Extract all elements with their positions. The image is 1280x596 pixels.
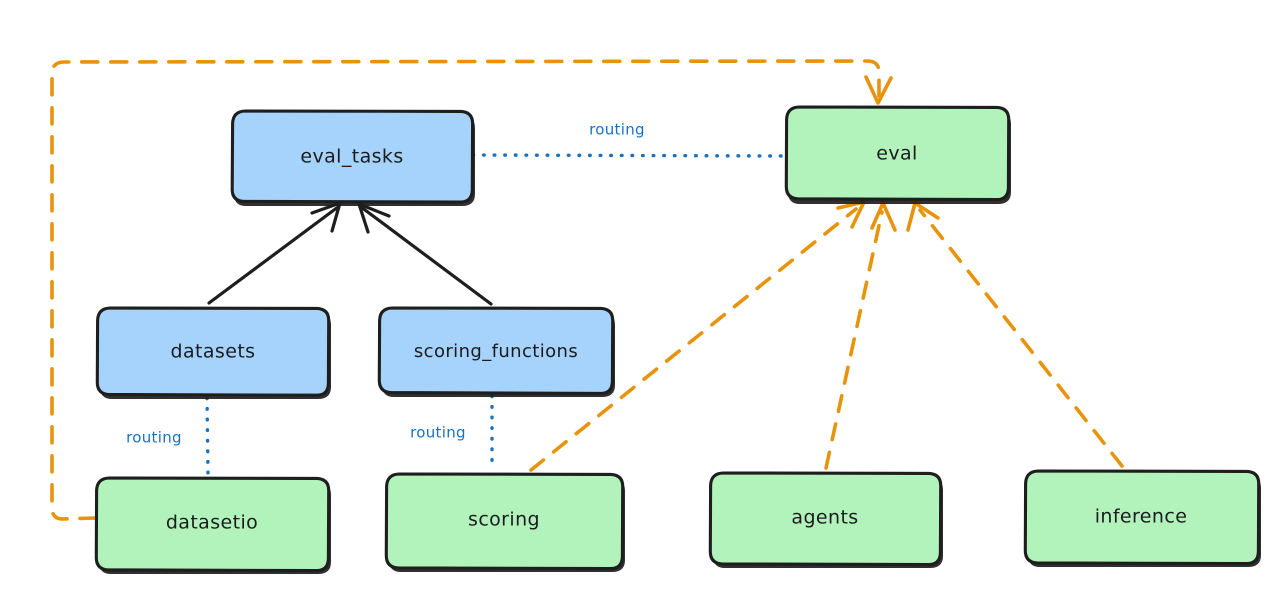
node-datasets[interactable]: datasets xyxy=(95,306,331,399)
node-label: inference xyxy=(1095,506,1188,528)
dashed-path xyxy=(529,207,858,472)
node-agents[interactable]: agents xyxy=(708,471,943,568)
node-label: datasets xyxy=(171,341,256,363)
node-box xyxy=(708,471,943,567)
node-box xyxy=(377,306,615,395)
dashed-path xyxy=(918,208,1124,468)
node-box xyxy=(94,476,331,573)
node-eval[interactable]: eval xyxy=(784,105,1011,204)
dotted-path xyxy=(205,396,210,475)
node-box xyxy=(1023,469,1261,566)
edge-scoring-functions-to-eval-tasks xyxy=(357,202,493,306)
edge-datasetio-to-eval xyxy=(50,59,893,521)
node-box xyxy=(230,109,475,204)
node-label: eval xyxy=(876,143,917,165)
node-scoring[interactable]: scoring xyxy=(384,472,625,572)
node-datasetio[interactable]: datasetio xyxy=(94,476,331,574)
node-eval-tasks[interactable]: eval_tasks xyxy=(230,109,475,206)
node-label: eval_tasks xyxy=(300,146,403,168)
edge-agents-to-eval xyxy=(824,201,897,470)
node-box xyxy=(95,306,331,397)
node-inference[interactable]: inference xyxy=(1023,469,1261,567)
dotted-path xyxy=(471,153,788,158)
arrowhead xyxy=(870,201,897,232)
edge-datasets-to-datasetio xyxy=(205,396,210,475)
dashed-path xyxy=(50,59,881,521)
arrowhead xyxy=(864,75,893,105)
edge-eval-tasks-to-eval xyxy=(471,153,788,158)
node-box xyxy=(384,472,625,571)
node-label: scoring xyxy=(468,509,540,531)
dashed-path xyxy=(824,210,884,470)
node-label: datasetio xyxy=(166,512,258,534)
node-scoring-functions[interactable]: scoring_functions xyxy=(377,306,615,397)
node-label: agents xyxy=(791,507,858,529)
edge-label-routing-eval-tasks: routing xyxy=(589,121,645,139)
solid-path xyxy=(207,205,340,305)
edge-datasets-to-eval-tasks xyxy=(207,201,342,305)
edge-label-routing-datasets: routing xyxy=(126,429,182,447)
node-label: scoring_functions xyxy=(414,341,578,362)
solid-path xyxy=(359,205,493,306)
node-box xyxy=(784,105,1011,202)
edge-inference-to-eval xyxy=(906,201,1124,468)
edge-label-routing-scoring-functions: routing xyxy=(410,424,466,442)
